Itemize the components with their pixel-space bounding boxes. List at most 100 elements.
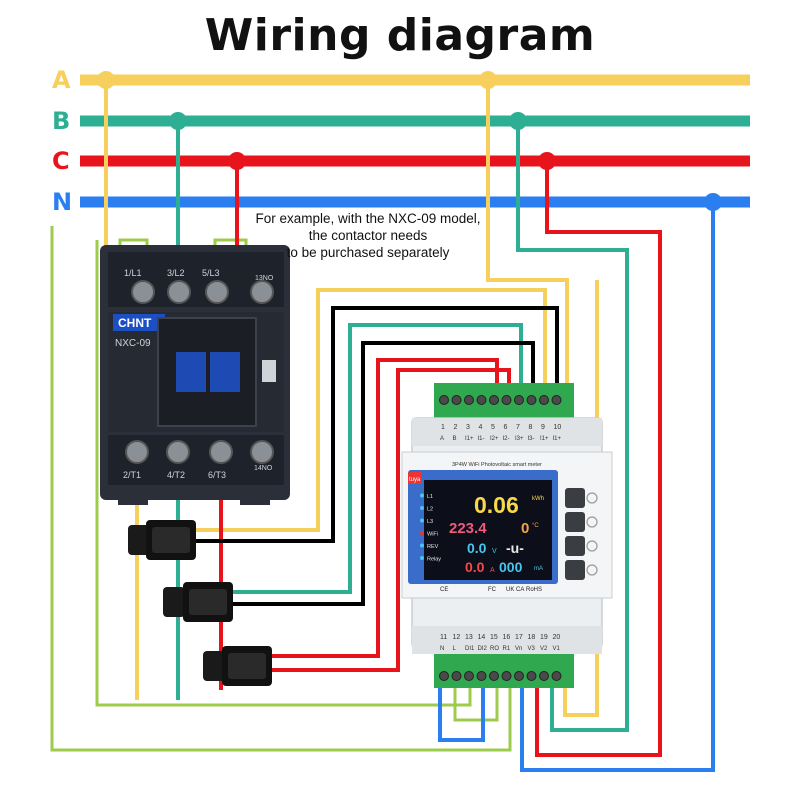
indicator-led xyxy=(420,493,424,498)
meter-top-screw xyxy=(476,395,487,405)
contactor-actuator-left xyxy=(176,352,206,392)
contactor: 1/L1 3/L2 5/L3 13NO CHNT NXC-09 2/T1 4/T… xyxy=(100,245,290,505)
meter-bottom-terminal-number: 12 xyxy=(453,634,461,641)
junction-dots xyxy=(97,71,722,211)
indicator-led xyxy=(420,531,424,535)
display-temperature: 0 xyxy=(521,520,529,537)
meter-top-terminal-number: 2 xyxy=(454,424,458,431)
meter-top-terminal-number: 1 xyxy=(441,424,445,431)
meter-lcd xyxy=(424,480,552,580)
contactor-top-label-1: 1/L1 xyxy=(124,268,142,278)
meter-top-terminal-number: 10 xyxy=(554,424,562,431)
contactor-brand-badge xyxy=(113,314,165,331)
meter-button-2[interactable] xyxy=(565,512,585,532)
meter-bottom-screw xyxy=(464,671,474,681)
meter-button-1[interactable] xyxy=(565,488,585,508)
meter-bottom-terminal-label: RO xyxy=(490,646,499,652)
meter-top-terminal-number: 3 xyxy=(466,424,470,431)
meter-bottom-screw xyxy=(476,671,487,681)
neutral-wires xyxy=(438,202,715,772)
display-temperature-unit: °C xyxy=(532,523,539,529)
meter-header: 3P4W WiFi Photovoltaic smart meter xyxy=(452,462,542,468)
display-milliamp: 000 xyxy=(499,559,523,575)
meter-bottom-terminal-label: N xyxy=(440,646,444,652)
phase-b-wires xyxy=(176,121,629,732)
meter-bottom-terminal-number: 19 xyxy=(540,634,548,641)
meter-button-4[interactable] xyxy=(565,560,585,580)
indicator-label: REV xyxy=(427,544,439,550)
contactor-top-label-3: 5/L3 xyxy=(202,268,220,278)
display-voltage-reading: 223.4 xyxy=(449,520,487,537)
note-line-1: For example, with the NXC-09 model, xyxy=(255,211,481,226)
meter-top-screw xyxy=(501,395,512,405)
contactor-bottom-label-2: 4/T2 xyxy=(167,470,185,480)
enter-icon xyxy=(586,564,598,576)
meter-bottom-screw xyxy=(551,671,562,681)
meter-bottom-terminal-number: 11 xyxy=(440,634,447,641)
indicator-label: L2 xyxy=(427,507,433,513)
meter-top-terminal-label: I1+ xyxy=(465,436,474,442)
note-line-3: to be purchased separately xyxy=(286,245,450,260)
meter-top-screw xyxy=(489,395,499,405)
meter-top-terminal-number: 9 xyxy=(541,424,545,431)
meter-bottom-terminal-number: 15 xyxy=(490,634,498,641)
power-icon xyxy=(586,492,598,504)
indicator-led xyxy=(420,506,424,510)
contactor-note: For example, with the NXC-09 model, the … xyxy=(238,210,498,261)
ct-clamp-3 xyxy=(203,646,272,686)
meter-top-terminal-label: I3- xyxy=(528,436,535,442)
indicator-label: L3 xyxy=(427,519,433,525)
phase-label-b: B xyxy=(52,107,71,135)
phase-label-a: A xyxy=(52,66,71,94)
up-arrow-icon xyxy=(586,516,598,528)
meter-bottom-terminal-label: DI1 xyxy=(465,646,475,652)
indicator-led xyxy=(420,518,424,523)
meter-top-terminal-label: I3+ xyxy=(515,436,524,442)
ct-clamp-1 xyxy=(128,520,196,560)
indicator-led xyxy=(420,556,424,560)
meter-top-screw xyxy=(439,395,449,405)
meter-bottom-terminal-number: 17 xyxy=(515,634,523,641)
contactor-top-label-4: 13NO xyxy=(255,275,274,282)
meter-top-terminal-number: 7 xyxy=(516,424,520,431)
phase-label-c: C xyxy=(52,147,70,175)
meter-button-3[interactable] xyxy=(565,536,585,556)
contactor-bottom-terminals: 2/T1 4/T2 6/T3 14NO xyxy=(123,440,274,480)
meter-bottom-terminal-number: 14 xyxy=(478,634,486,641)
meter-top-terminal-label: I2- xyxy=(503,436,510,442)
meter-top-screw xyxy=(451,395,462,405)
meter-buttons xyxy=(565,488,598,580)
contactor-actuator-right xyxy=(210,352,240,392)
meter-bottom-terminal-number: 18 xyxy=(528,634,536,641)
note-line-2: the contactor needs xyxy=(308,228,428,243)
display-volt-unit: V xyxy=(492,548,497,555)
display-amp-unit: A xyxy=(490,567,495,574)
meter-top-terminal-label: I1+ xyxy=(540,436,549,442)
cert-mark-fc: FC xyxy=(488,587,497,593)
meter-bottom-terminal-number: 20 xyxy=(553,634,561,641)
contactor-brand: CHNT xyxy=(118,316,152,330)
contactor-bottom-label-1: 2/T1 xyxy=(123,470,141,480)
contactor-model: NXC-09 xyxy=(115,338,151,349)
meter-bottom-terminal-label: V2 xyxy=(540,646,548,652)
meter-bottom-screw xyxy=(526,671,537,681)
cert-mark-rohs: RoHS xyxy=(526,587,542,593)
meter-top-terminal-label: I2+ xyxy=(490,436,499,442)
contactor-bottom-label-3: 6/T3 xyxy=(208,470,226,480)
meter-bottom-terminal-label: V1 xyxy=(553,646,561,652)
meter-bottom-terminal-label: R1 xyxy=(503,646,511,652)
phase-label-n: N xyxy=(52,188,73,216)
meter-bottom-screw xyxy=(451,671,462,681)
meter-bottom-terminal-number: 16 xyxy=(503,634,511,641)
display-dash: -u- xyxy=(506,540,524,556)
display-energy: 0.06 xyxy=(474,492,519,518)
indicator-label: L1 xyxy=(427,494,433,500)
meter-top-screw xyxy=(526,395,537,405)
display-energy-unit: kWh xyxy=(532,496,544,502)
meter-bottom-screw xyxy=(489,671,499,681)
meter-bottom-screw xyxy=(439,671,449,681)
meter-top-screw xyxy=(551,395,562,405)
contactor-top-label-2: 3/L2 xyxy=(167,268,185,278)
display-amp: 0.0 xyxy=(465,559,485,575)
meter-top-terminal-label: I1+ xyxy=(553,436,562,442)
